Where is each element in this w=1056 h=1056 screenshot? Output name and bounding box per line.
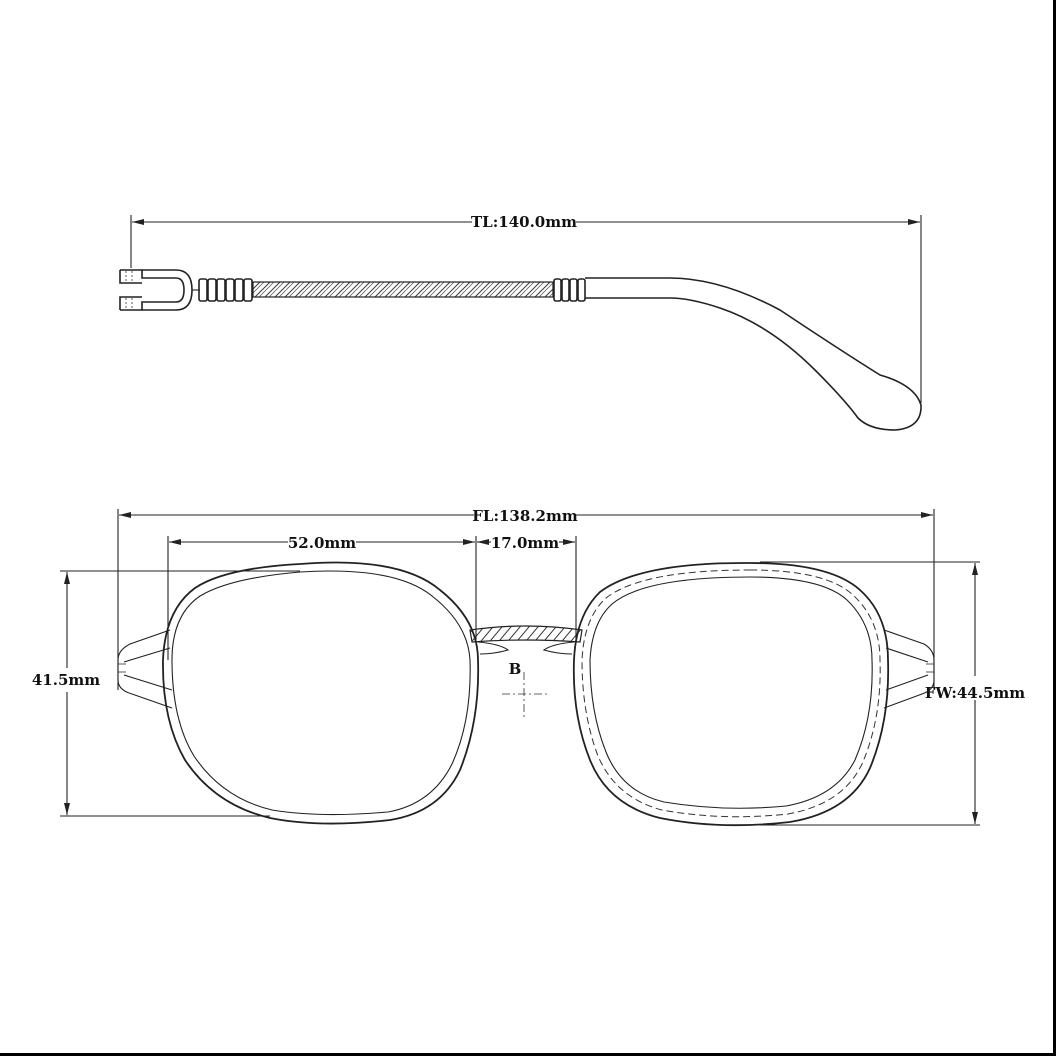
temple-twisted-cable [252, 281, 554, 298]
front-view: FL:138.2mm 52.0mm 17.0mm 41.5mm FW:44.5 [32, 507, 1025, 827]
bridge-marker-label: B [509, 660, 522, 678]
temple-rear-rings [553, 278, 586, 302]
temple-view: TL:140.0mm [119, 213, 922, 431]
right-lens [572, 562, 890, 827]
temple-tip [585, 277, 922, 431]
lens-width-label: 52.0mm [288, 534, 356, 552]
temple-front-rings [198, 278, 253, 302]
bridge [469, 625, 583, 655]
page-border-right [1053, 0, 1056, 1056]
left-lens [162, 561, 480, 825]
left-end-piece [117, 629, 173, 709]
right-end-piece [883, 629, 935, 709]
bridge-width-label: 17.0mm [491, 534, 559, 552]
lens-height-label: 41.5mm [32, 671, 100, 689]
frame-length-label: FL:138.2mm [472, 507, 578, 525]
temple-length-label: TL:140.0mm [471, 213, 577, 231]
bridge-center-marker: B [502, 660, 550, 718]
page-border-bottom [0, 1053, 1056, 1056]
temple-hinge-fork [119, 269, 200, 311]
frame-width-label: FW:44.5mm [925, 684, 1025, 702]
